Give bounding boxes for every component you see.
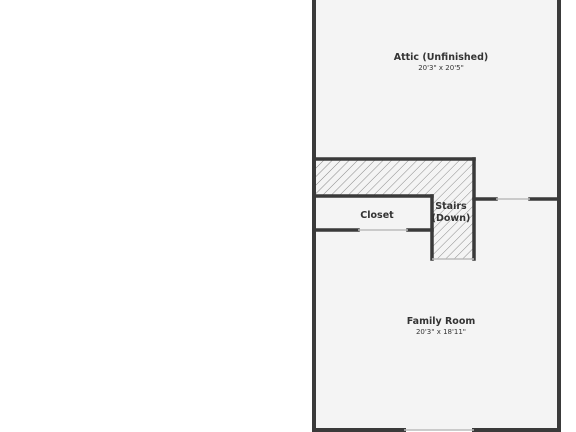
stair-hatch-area [314,159,474,259]
closet-label: Closet [360,210,394,221]
interior-walls [312,157,561,261]
door-openings [358,198,530,260]
stairs-label-line2: (Down) [432,213,471,224]
family-room-dimensions: 20'3" x 18'11" [416,328,466,336]
attic-label: Attic (Unfinished) [394,52,489,63]
stairs-label-line1: Stairs [435,201,467,212]
outer-walls [312,0,561,432]
closet-floor [316,197,431,230]
attic-dimensions: 20'3" x 20'5" [418,64,464,72]
family-room-label: Family Room [407,316,476,327]
